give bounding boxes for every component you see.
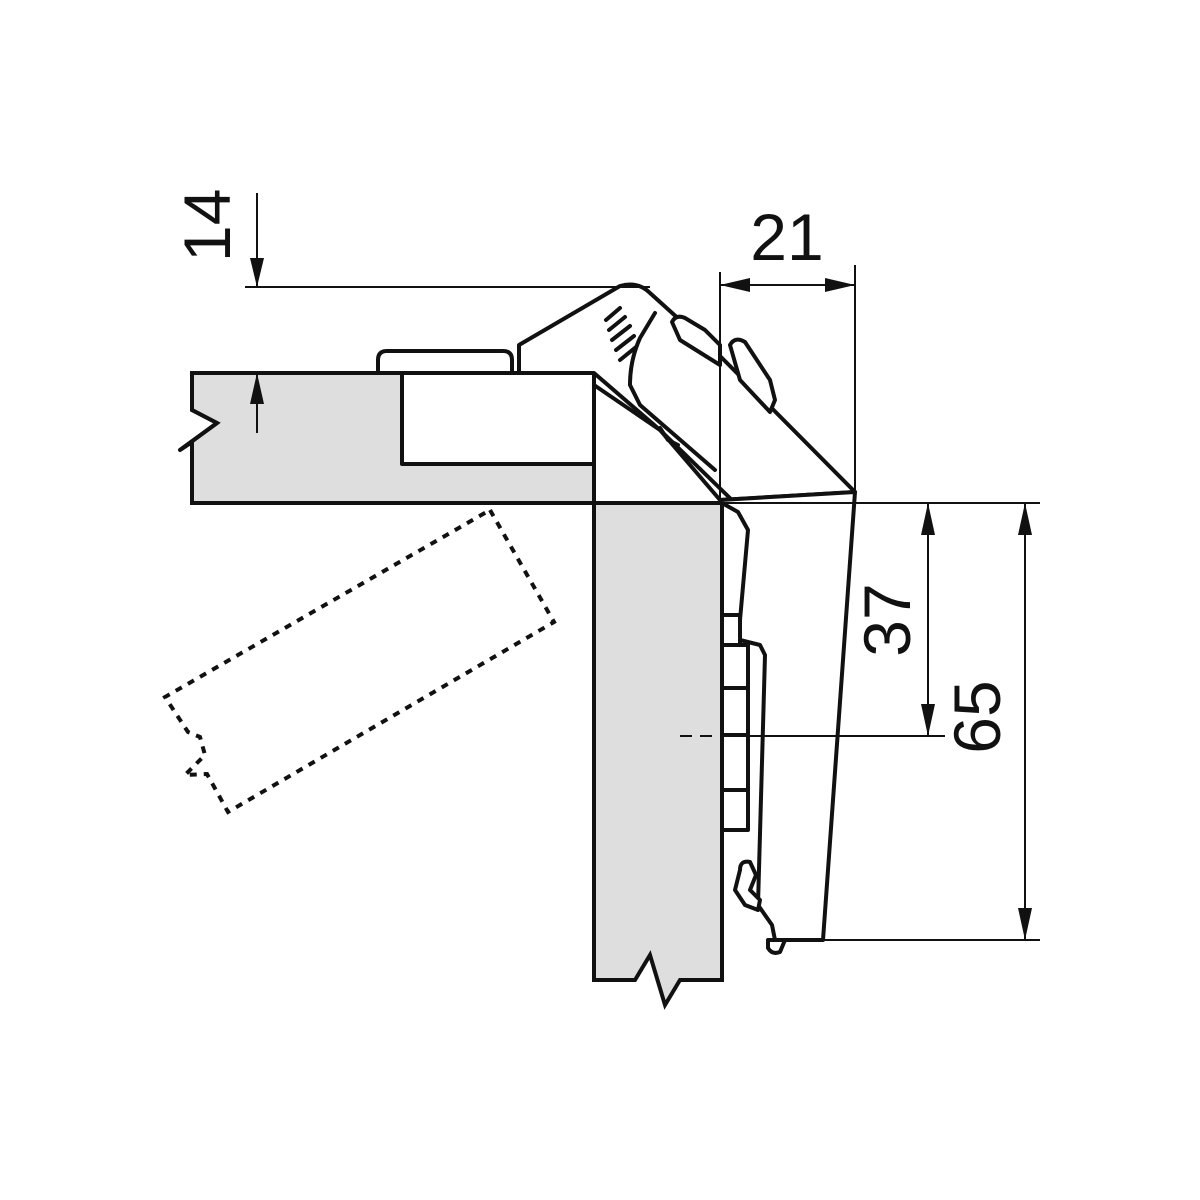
hinge-cup-recess	[400, 371, 596, 466]
dimension-37: 37	[850, 503, 935, 736]
break-mark-top-panel	[178, 408, 219, 452]
hinge-clip	[733, 859, 762, 912]
dimension-label-14: 14	[170, 189, 244, 262]
dimension-21: 21	[719, 200, 856, 503]
side-panel	[592, 501, 724, 1010]
hinge-arm-knuckle	[628, 311, 717, 472]
link-plate-lower	[728, 337, 777, 414]
open-door-outline	[162, 507, 557, 815]
cup-segments	[720, 613, 750, 832]
hinge-foot	[766, 938, 787, 955]
mounting-plate	[376, 349, 514, 375]
dimension-label-37: 37	[850, 583, 924, 656]
dimension-65: 65	[940, 503, 1032, 940]
grip-ribs	[604, 306, 638, 362]
dimension-14: 14	[170, 189, 650, 433]
dimension-label-21: 21	[750, 200, 823, 274]
dimension-label-65: 65	[940, 680, 1014, 753]
hinge-door-body	[718, 490, 857, 942]
arm-lower-edge	[658, 426, 680, 447]
